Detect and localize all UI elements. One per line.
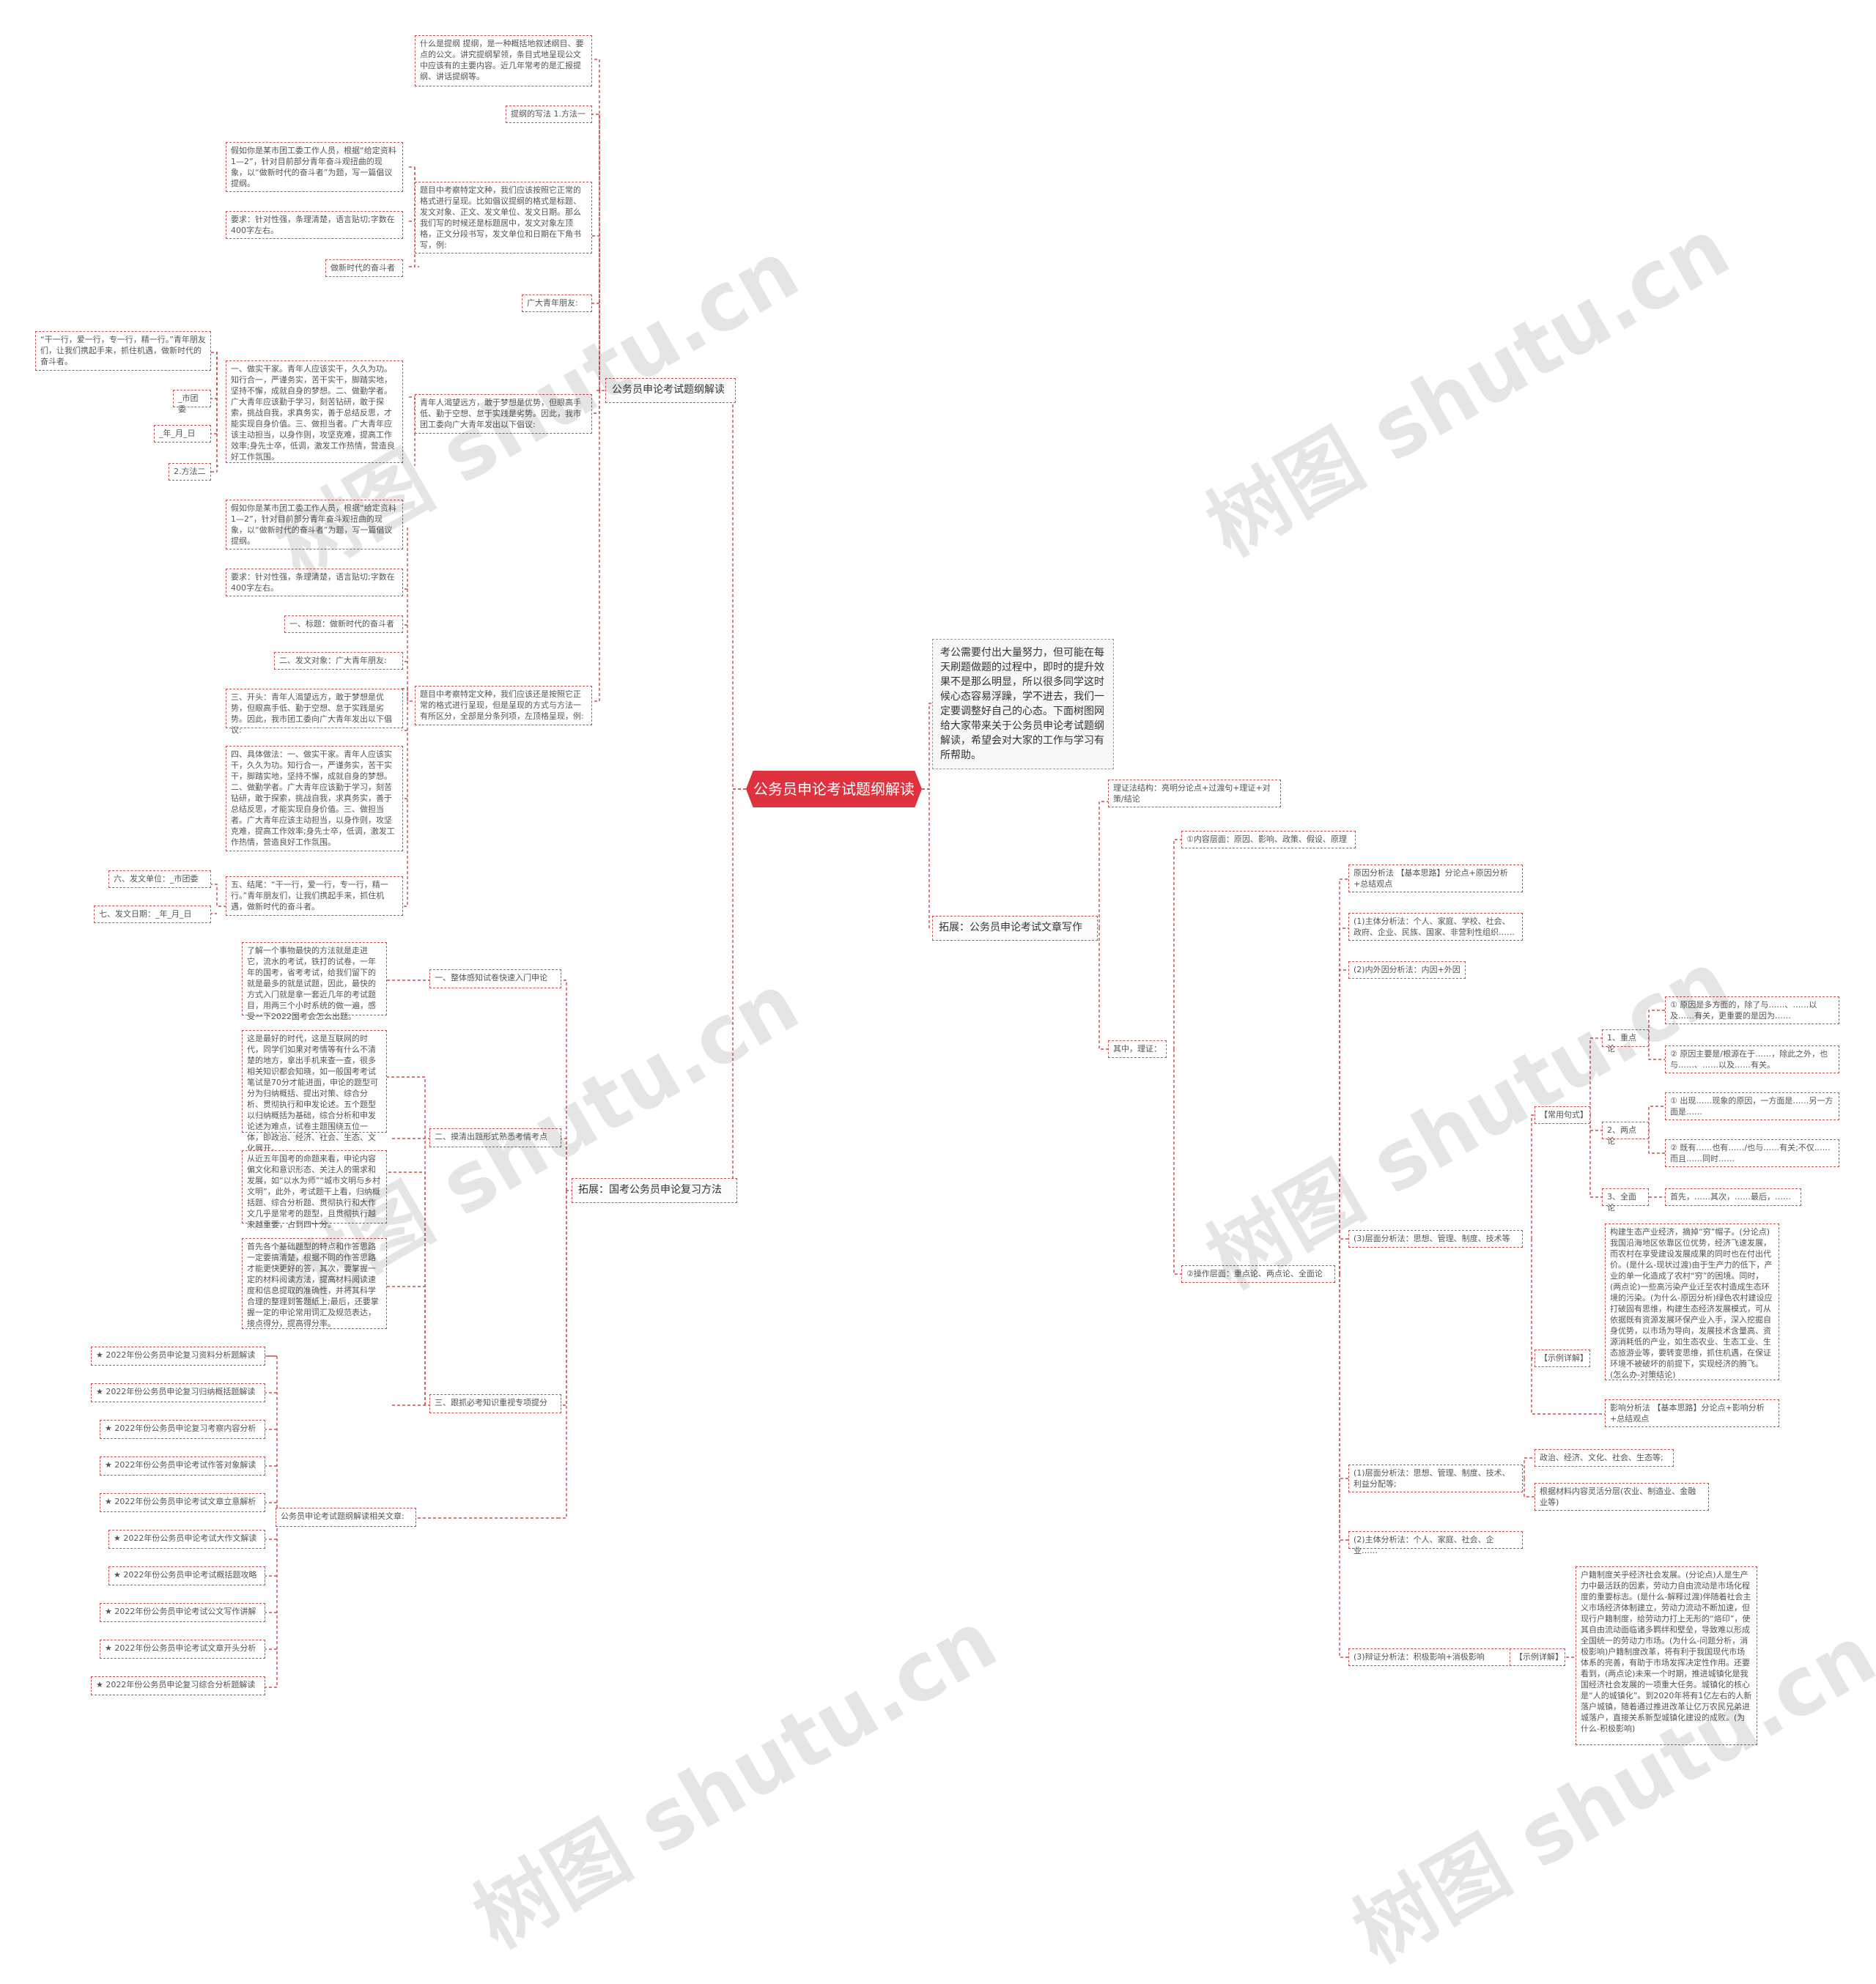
node-structure: 理证法结构：亮明分论点+过渡句+理证+对策/结论 [1108,780,1281,807]
related-article-link[interactable]: ★ 2022年份公务员申论复习归纳概括题解读 [91,1383,265,1402]
node-example-2-text: 户籍制度关乎经济社会发展。(分论点)人是生产力中最活跃的因素，劳动力自由流动是市… [1576,1566,1757,1745]
node-layer-2b: 根据材料内容灵活分层(农业、制造业、金融业等) [1535,1483,1709,1511]
branch-review-method[interactable]: 拓展：国考公务员申论复习方法 [572,1178,737,1203]
related-article-link[interactable]: ★ 2022年份公务员申论复习考察内容分析 [100,1420,265,1439]
node-content-level[interactable]: ①内容层面：原因、影响、政策、假设、原理 [1181,831,1356,848]
related-article-link[interactable]: ★ 2022年份公务员申论考试大作文解读 [108,1530,265,1549]
node-ex1-requirement: 要求：针对性强，条理清楚，语言贴切;字数在400字左右。 [226,211,403,239]
node-example-1-text: 构建生态产业经济，摘掉“穷”帽子。(分论点)我国沿海地区依靠区位优势，经济飞速发… [1605,1224,1779,1380]
node-format2: 题目中考察特定文种，我们应该还是按照它正常的格式进行呈现，但是呈现的方式与方法一… [415,686,592,725]
related-article-link[interactable]: ★ 2022年份公务员申论考试文章立意解析 [100,1493,265,1512]
node-step2[interactable]: 二、摸清出题形式熟悉考情考点 [429,1128,561,1147]
related-article-link[interactable]: ★ 2022年份公务员申论考试作答对象解读 [100,1456,265,1476]
node-ex1-closing: “干一行，爱一行，专一行，精一行。”青年朋友们，让我们携起手来，抓住机遇，做新时… [35,331,211,371]
node-focus-theory[interactable]: 1、重点论 [1602,1029,1649,1054]
node-two-point-theory[interactable]: 2、两点论 [1602,1122,1649,1146]
node-ex2-org: 六、发文单位：_市团委 [108,870,211,888]
node-ex1-body: 一、做实干家。青年人应该实干，久久为功。知行合一，严谨务实，苦干实干，脚踏实地，… [226,360,403,463]
node-step1-text: 了解一个事物最快的方法就是走进它，流水的考试，铁打的试卷，一年年的国考，省考考试… [242,942,387,1021]
node-inner-outer: (2)内外因分析法：内因+外因 [1348,961,1466,979]
node-example-2[interactable]: 【示例详解】 [1510,1648,1565,1666]
node-focus-a: ① 原因是多方面的，除了与……、……以及……有关，更重要的是因为…… [1665,996,1839,1024]
node-ex1-question: 假如你是某市团工委工作人员，根据“给定资料1—2”，针对目前部分青年奋斗观扭曲的… [226,142,403,192]
node-step2-text2: 从近五年国考的命题来看，申论内容偏文化和意识形态、关注人的需求和发展，如“以水为… [242,1150,387,1229]
node-ex1-date: _年_月_日 [154,425,211,443]
node-step2-text1: 这是最好的时代，这是互联网的时代，同学们如果对考情等有什么不清楚的地方，拿出手机… [242,1030,387,1153]
related-article-link[interactable]: ★ 2022年份公务员申论考试公文写作讲解 [100,1603,265,1622]
related-article-link[interactable]: ★ 2022年份公务员申论考试文章开头分析 [100,1640,265,1659]
node-ex2-title: 一、标题：做新时代的奋斗者 [284,615,403,633]
node-ex2-requirement: 要求：针对性强，条理清楚，语言贴切;字数在400字左右。 [226,569,403,596]
node-ex2-opening: 三、开头：青年人渴望远方，敢于梦想是优势，但眼高手低、勤于空想、怠于实践是劣势。… [226,689,403,735]
node-ex2-date: 七、发文日期：_年_月_日 [94,906,211,923]
node-common-phrases[interactable]: 【常用句式】 [1535,1106,1590,1124]
node-ex2-to: 二、发文对象：广大青年朋友: [274,652,403,670]
node-among-reasoning[interactable]: 其中，理证： [1108,1040,1167,1058]
node-step3-text: 首先各个基础题型的特点和作答思路一定要搞清楚，根据不同的作答思路才能更快更好的答… [242,1238,387,1329]
intro-note: 考公需要付出大量努力，但可能在每天刷题做题的过程中，即时的提升效果不是那么明显，… [932,639,1114,769]
node-overall-a: 首先，……其次，……最后，…… [1665,1188,1801,1206]
related-article-link[interactable]: ★ 2022年份公务员申论复习综合分析题解读 [91,1676,265,1695]
branch-syllabus[interactable]: 公务员申论考试题纲解读 [605,378,736,403]
node-two-point-b: ② 既有……也有……/也与……有关;不仅……而且……同时…… [1665,1139,1839,1167]
node-effect-analysis[interactable]: 影响分析法 【基本思路】分论点+影响分析+总结观点 [1605,1399,1779,1427]
node-layer-analysis-1[interactable]: (3)层面分析法：思想、管理、制度、技术等 [1348,1230,1523,1248]
node-method2[interactable]: 2.方法二 [169,463,211,481]
node-ex1-title: 做新时代的奋斗者 [325,259,403,277]
node-step3[interactable]: 三、跟抓必考知识重视专项提分 [429,1394,561,1413]
branch-essay-writing[interactable]: 拓展：公务员申论考试文章写作 [932,916,1098,941]
node-ex2-closing: 五、结尾：“干一行，爱一行，专一行，精一行。”青年朋友们，让我们携起手来，抓住机… [226,876,403,916]
node-format1: 题目中考察特定文种，我们应该按照它正常的格式进行呈现。比如倡议提纲的格式是标题、… [415,182,592,253]
node-overall-theory[interactable]: 3、全面论 [1602,1188,1649,1213]
node-two-point-a: ① 出现……现象的原因，一方面是……另一方面是…… [1665,1092,1839,1120]
node-operation-level[interactable]: ②操作层面：重点论、两点论、全面论 [1181,1265,1335,1283]
related-article-link[interactable]: ★ 2022年份公务员申论复习资料分析题解读 [91,1347,265,1366]
node-layer-analysis-2[interactable]: (1)层面分析法：思想、管理、制度、技术、利益分配等; [1348,1465,1523,1492]
node-ex1-org: _市团委 [173,390,211,414]
node-step1[interactable]: 一、整体感知试卷快速入门申论 [429,969,561,988]
node-focus-b: ② 原因主要是/根源在于……，除此之外，也与……、……以及……有关。 [1665,1045,1839,1073]
node-subject-analysis-2: (2)主体分析法：个人、家庭、社会、企业…… [1348,1531,1523,1555]
node-what-is-outline: 什么是提纲 提纲，是一种概括地叙述纲目、要点的公文。讲究提纲挈领，条目式地呈现公… [415,35,592,86]
node-cause-analysis[interactable]: 原因分析法 【基本思路】分论点+原因分析+总结观点 [1348,865,1523,892]
node-ex2-question: 假如你是某市团工委工作人员，根据“给定资料1—2”，针对目前部分青年奋斗观扭曲的… [226,500,403,549]
node-example-1[interactable]: 【示例详解】 [1535,1350,1590,1367]
root-topic[interactable]: 公务员申论考试题纲解读 [746,771,922,807]
node-related-articles[interactable]: 公务员申论考试题纲解读相关文章: [276,1508,416,1527]
node-ex1-to: 广大青年朋友: [522,295,592,312]
node-dialectic[interactable]: (3)辩证分析法：积极影响+消极影响 [1348,1648,1523,1666]
node-ex1-opening: 青年人渴望远方，敢于梦想是优势，但眼高手低、勤于空想、怠于实践是劣势。因此，我市… [415,394,592,434]
node-subject-analysis-1: (1)主体分析法：个人、家庭、学校、社会、政府、企业、民族、国家、非营利性组织…… [1348,913,1523,941]
node-method1[interactable]: 提纲的写法 1.方法一 [506,106,592,123]
related-article-link[interactable]: ★ 2022年份公务员申论考试概括题攻略 [108,1566,265,1585]
node-layer-2a: 政治、经济、文化、社会、生态等; [1535,1449,1674,1467]
node-ex2-body: 四、具体做法：一、做实干家。青年人应该实干，久久为功。知行合一，严谨务实，苦干实… [226,746,403,851]
